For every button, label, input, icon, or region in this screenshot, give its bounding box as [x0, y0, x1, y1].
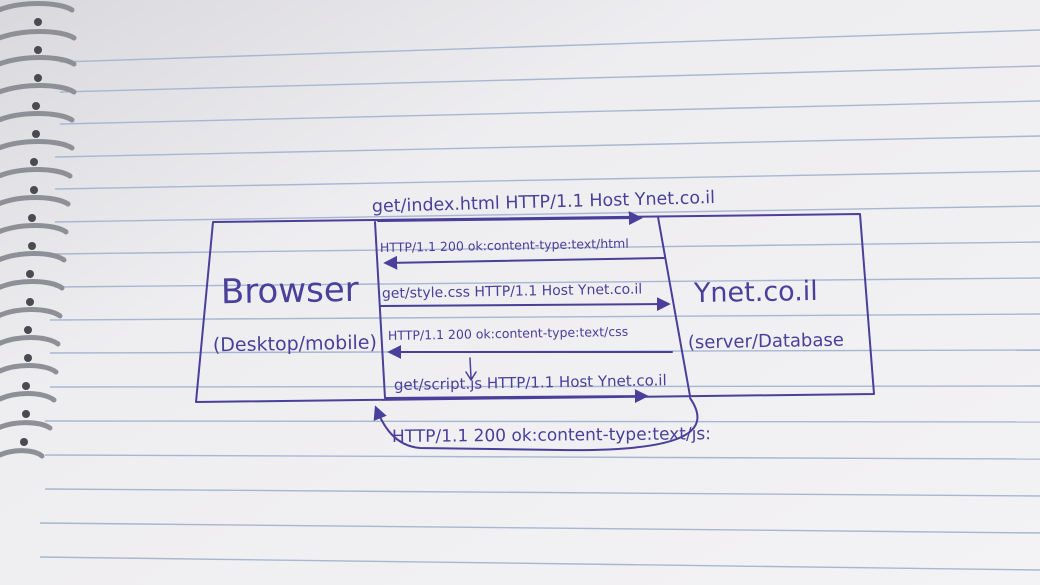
message-label-2: HTTP/1.1 200 ok:content-type:text/html	[380, 236, 629, 255]
diagram: Browser (Desktop/mobile) Ynet.co.il (ser…	[195, 188, 875, 452]
spiral-binding	[0, 1, 77, 459]
caret-mark	[465, 357, 477, 381]
arrow-msg-2	[383, 255, 665, 270]
message-label-5: get/script.js HTTP/1.1 Host Ynet.co.il	[394, 371, 667, 394]
server-title: Ynet.co.il	[693, 276, 818, 309]
message-label-3: get/style.css HTTP/1.1 Host Ynet.co.il	[382, 281, 643, 302]
server-box-divider	[657, 216, 691, 397]
arrow-msg-5	[385, 389, 649, 404]
outer-frame	[195, 213, 875, 403]
arrow-msg-6	[373, 397, 699, 452]
browser-title: Browser	[221, 270, 359, 312]
message-label-6: HTTP/1.1 200 ok:content-type:text/js:	[392, 424, 711, 447]
message-label-4: HTTP/1.1 200 ok:content-type:text/css	[388, 324, 628, 343]
server-subtitle: (server/Database	[688, 330, 844, 354]
arrow-msg-1	[377, 211, 643, 226]
binding-holes	[20, 18, 42, 446]
browser-subtitle: (Desktop/mobile)	[213, 332, 377, 357]
arrow-msg-3	[379, 297, 671, 312]
browser-box-divider	[374, 221, 386, 399]
